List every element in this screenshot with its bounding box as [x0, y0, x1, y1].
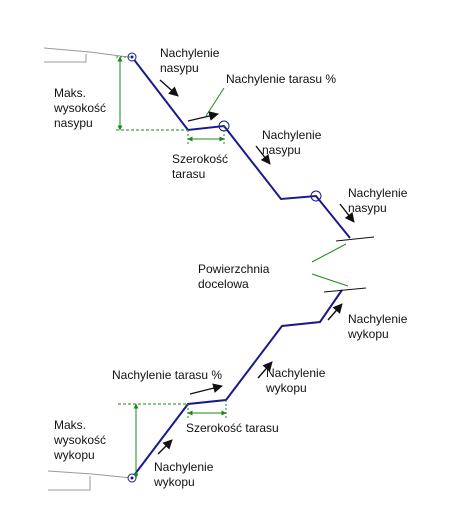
max-fill-height-label: Maks. wysokość nasypu: [54, 86, 106, 131]
bench-slope-leader-top: [205, 87, 225, 117]
max-fill-height-label-line-1: Maks.: [54, 86, 87, 100]
cut-slope-label-2-line-2: wykopu: [266, 381, 307, 395]
fill-slope-label-2-line-2: nasypu: [262, 143, 301, 157]
bench-slope-arrow-top: [187, 111, 219, 122]
existing-ground-top: [43, 47, 129, 63]
cut-slope-label-2: Nachylenie wykopu: [266, 366, 325, 396]
cut-slope-label-3-line-1: Nachylenie: [154, 460, 214, 474]
fill-slope-arrow-2: [255, 145, 271, 165]
max-fill-height-label-line-3: nasypu: [54, 116, 93, 130]
fill-slope-arrow-3: [339, 203, 355, 223]
cut-slope-label-2-line-1: Nachylenie: [266, 366, 326, 380]
cut-hinge-point-icon: [127, 473, 137, 483]
fill-slope-label-3: Nachylenie nasypu: [348, 186, 407, 216]
fill-slope-label-2: Nachylenie nasypu: [262, 128, 321, 158]
max-cut-height-label: Maks. wysokość wykopu: [54, 418, 106, 463]
target-surface-leader-bottom: [311, 273, 349, 287]
cut-slope-arrow-3: [157, 439, 173, 455]
fill-slope-arrow-1: [159, 79, 179, 97]
max-fill-height-label-line-2: wysokość: [54, 101, 107, 115]
cut-slope-label-1: Nachylenie wykopu: [348, 312, 407, 342]
target-surface-tick-top: [335, 236, 375, 242]
bench-slope-label-bottom: Nachylenie tarasu %: [112, 368, 223, 382]
max-fill-height-dimension: [116, 56, 188, 131]
cut-slope-label-1-line-1: Nachylenie: [348, 312, 408, 326]
cut-slope-label-1-line-2: wykopu: [348, 327, 389, 341]
bench-width-label-top-line-2: tarasu: [172, 167, 206, 181]
fill-profile-line: [131, 56, 351, 239]
bench-slope-label-top: Nachylenie tarasu %: [226, 72, 337, 86]
cut-slope-label-3-line-2: wykopu: [154, 475, 195, 489]
max-cut-height-label-line-1: Maks.: [54, 418, 87, 432]
fill-slope-label-1-line-2: nasypu: [160, 61, 199, 75]
target-surface-leader-top: [311, 243, 347, 263]
target-surface-tick-bottom: [323, 287, 367, 293]
cut-bench-width-dimension: [187, 400, 227, 418]
max-cut-height-dimension: [118, 403, 188, 479]
fill-bench-width-dimension: [187, 126, 225, 144]
fill-slope-label-3-line-1: Nachylenie: [348, 186, 408, 200]
bench-width-label-top: Szerokość tarasu: [172, 152, 228, 182]
existing-ground-bottom: [47, 470, 133, 491]
fill-bench-node-icon-2: [310, 190, 322, 202]
fill-slope-label-1-line-1: Nachylenie: [160, 46, 220, 60]
cut-slope-label-3: Nachylenie wykopu: [154, 460, 213, 490]
bench-slope-arrow-bottom: [189, 383, 223, 395]
max-cut-height-label-line-3: wykopu: [54, 448, 95, 462]
max-cut-height-label-line-2: wysokość: [54, 433, 107, 447]
target-surface-label-line-1: Powierzchnia: [198, 262, 270, 276]
target-surface-label: Powierzchnia docelowa: [198, 262, 269, 292]
bench-width-label-top-line-1: Szerokość: [172, 152, 229, 166]
fill-hinge-point-icon: [127, 52, 137, 62]
fill-slope-label-1: Nachylenie nasypu: [160, 46, 219, 76]
cut-profile-line: [131, 289, 343, 479]
cut-slope-arrow-2: [257, 361, 273, 379]
cut-slope-arrow-1: [327, 303, 343, 321]
target-surface-label-line-2: docelowa: [198, 277, 249, 291]
fill-slope-label-2-line-1: Nachylenie: [262, 128, 322, 142]
fill-slope-label-3-line-2: nasypu: [348, 201, 387, 215]
bench-width-label-bottom: Szerokość tarasu: [186, 421, 279, 435]
